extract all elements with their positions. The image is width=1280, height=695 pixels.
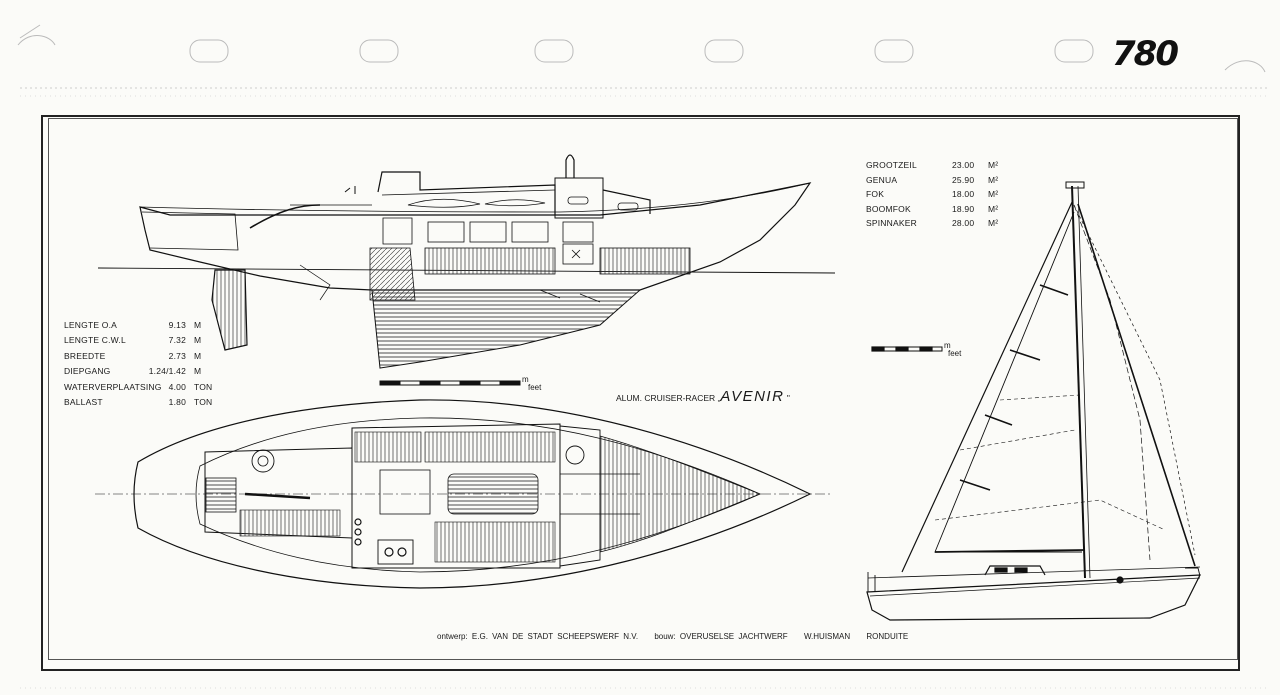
- sail-unit: M²: [988, 189, 999, 200]
- dimension-unit: M: [194, 320, 202, 330]
- sail-unit: M²: [988, 218, 999, 229]
- drawing-frame-inner: [48, 118, 1238, 660]
- credit-builder: bouw: OVERUSELSE JACHTWERF: [654, 632, 788, 641]
- hull-scale-m: m: [522, 375, 529, 384]
- dimension-value: 9.13: [168, 320, 186, 330]
- hull-scale-feet: feet: [528, 383, 542, 392]
- boat-name: AVENIR: [720, 388, 785, 405]
- hull-scale-label: m feet: [522, 376, 541, 392]
- dimension-label: DIEPGANG: [64, 366, 111, 377]
- dimension-unit: TON: [194, 397, 213, 408]
- dimension-value: 7.32: [168, 335, 186, 346]
- drawing-frame-outer: [41, 115, 1240, 671]
- sail-scale-feet: feet: [948, 349, 962, 358]
- dimension-label: LENGTE O.A: [64, 320, 118, 330]
- drawing-credits: ontwerp: E.G. VAN DE STADT SCHEEPSWERF N…: [437, 632, 920, 641]
- dimension-row-length-oa: LENGTE O.A 9.13 M: [64, 318, 212, 333]
- drawing-title: ALUM. CRUISER-RACER „AVENIR ": [616, 388, 790, 405]
- sail-value: 18.90: [952, 203, 975, 214]
- sail-label: SPINNAKER: [866, 218, 917, 229]
- dimension-row-draft: DIEPGANG 1.24/1.42 M: [64, 364, 212, 379]
- hull-plan-view: [95, 399, 830, 589]
- sail-row-grootzeil: GROOTZEIL 23.00 M²: [866, 158, 998, 173]
- dimension-unit: M: [194, 335, 202, 346]
- title-close-quote: ": [786, 393, 790, 403]
- sail-label: GENUA: [866, 174, 898, 185]
- sail-label: BOOMFOK: [866, 203, 911, 214]
- hull-side-profile: [97, 154, 836, 369]
- sail-plan: [866, 181, 1201, 621]
- sail-label: FOK: [866, 189, 885, 200]
- sail-row-fok: FOK 18.00 M²: [866, 187, 998, 202]
- hull-scale-bar: [379, 380, 521, 386]
- dimension-value: 4.00: [168, 381, 186, 392]
- sheet-margin-marks: [17, 24, 1270, 689]
- dimension-label: BALLAST: [64, 397, 103, 408]
- sail-unit: M²: [988, 174, 999, 185]
- sail-label: GROOTZEIL: [866, 160, 917, 170]
- dimension-row-ballast: BALLAST 1.80 TON: [64, 395, 212, 410]
- sail-value: 28.00: [952, 218, 975, 229]
- sheet-reference-number: 780: [1112, 34, 1179, 74]
- sail-row-boomfok: BOOMFOK 18.90 M²: [866, 202, 998, 217]
- dimension-unit: M: [194, 366, 202, 377]
- dimension-unit: M: [194, 350, 202, 361]
- sail-value: 25.90: [952, 174, 975, 185]
- sail-value: 18.00: [952, 189, 975, 200]
- dimension-value: 2.73: [168, 350, 186, 361]
- sail-value: 23.00: [952, 160, 975, 170]
- title-open-quote: „: [717, 393, 721, 403]
- sail-area-table: GROOTZEIL 23.00 M² GENUA 25.90 M² FOK 18…: [866, 158, 998, 231]
- title-prefix: ALUM. CRUISER-RACER: [616, 393, 716, 403]
- dimension-row-displacement: WATERVERPLAATSING 4.00 TON: [64, 380, 212, 395]
- sail-scale-m: m: [944, 341, 951, 350]
- dimension-row-length-cwl: LENGTE C.W.L 7.32 M: [64, 333, 212, 348]
- dimension-value: 1.80: [168, 397, 186, 408]
- sail-unit: M²: [988, 160, 999, 170]
- sail-row-genua: GENUA 25.90 M²: [866, 173, 998, 188]
- dimension-unit: TON: [194, 381, 213, 392]
- dimension-label: LENGTE C.W.L: [64, 335, 126, 346]
- dimensions-table: LENGTE O.A 9.13 M LENGTE C.W.L 7.32 M BR…: [64, 318, 212, 410]
- dimension-label: BREEDTE: [64, 350, 106, 361]
- credit-place: RONDUITE: [866, 632, 909, 641]
- credit-owner: W.HUISMAN: [803, 632, 851, 641]
- dimension-row-beam: BREEDTE 2.73 M: [64, 349, 212, 364]
- dimension-value: 1.24/1.42: [148, 366, 186, 377]
- sail-scale-label: m feet: [944, 342, 961, 358]
- credit-designer: ontwerp: E.G. VAN DE STADT SCHEEPSWERF N…: [437, 632, 639, 641]
- dimension-label: WATERVERPLAATSING: [64, 381, 162, 392]
- sail-row-spinnaker: SPINNAKER 28.00 M²: [866, 216, 998, 231]
- sail-unit: M²: [988, 203, 999, 214]
